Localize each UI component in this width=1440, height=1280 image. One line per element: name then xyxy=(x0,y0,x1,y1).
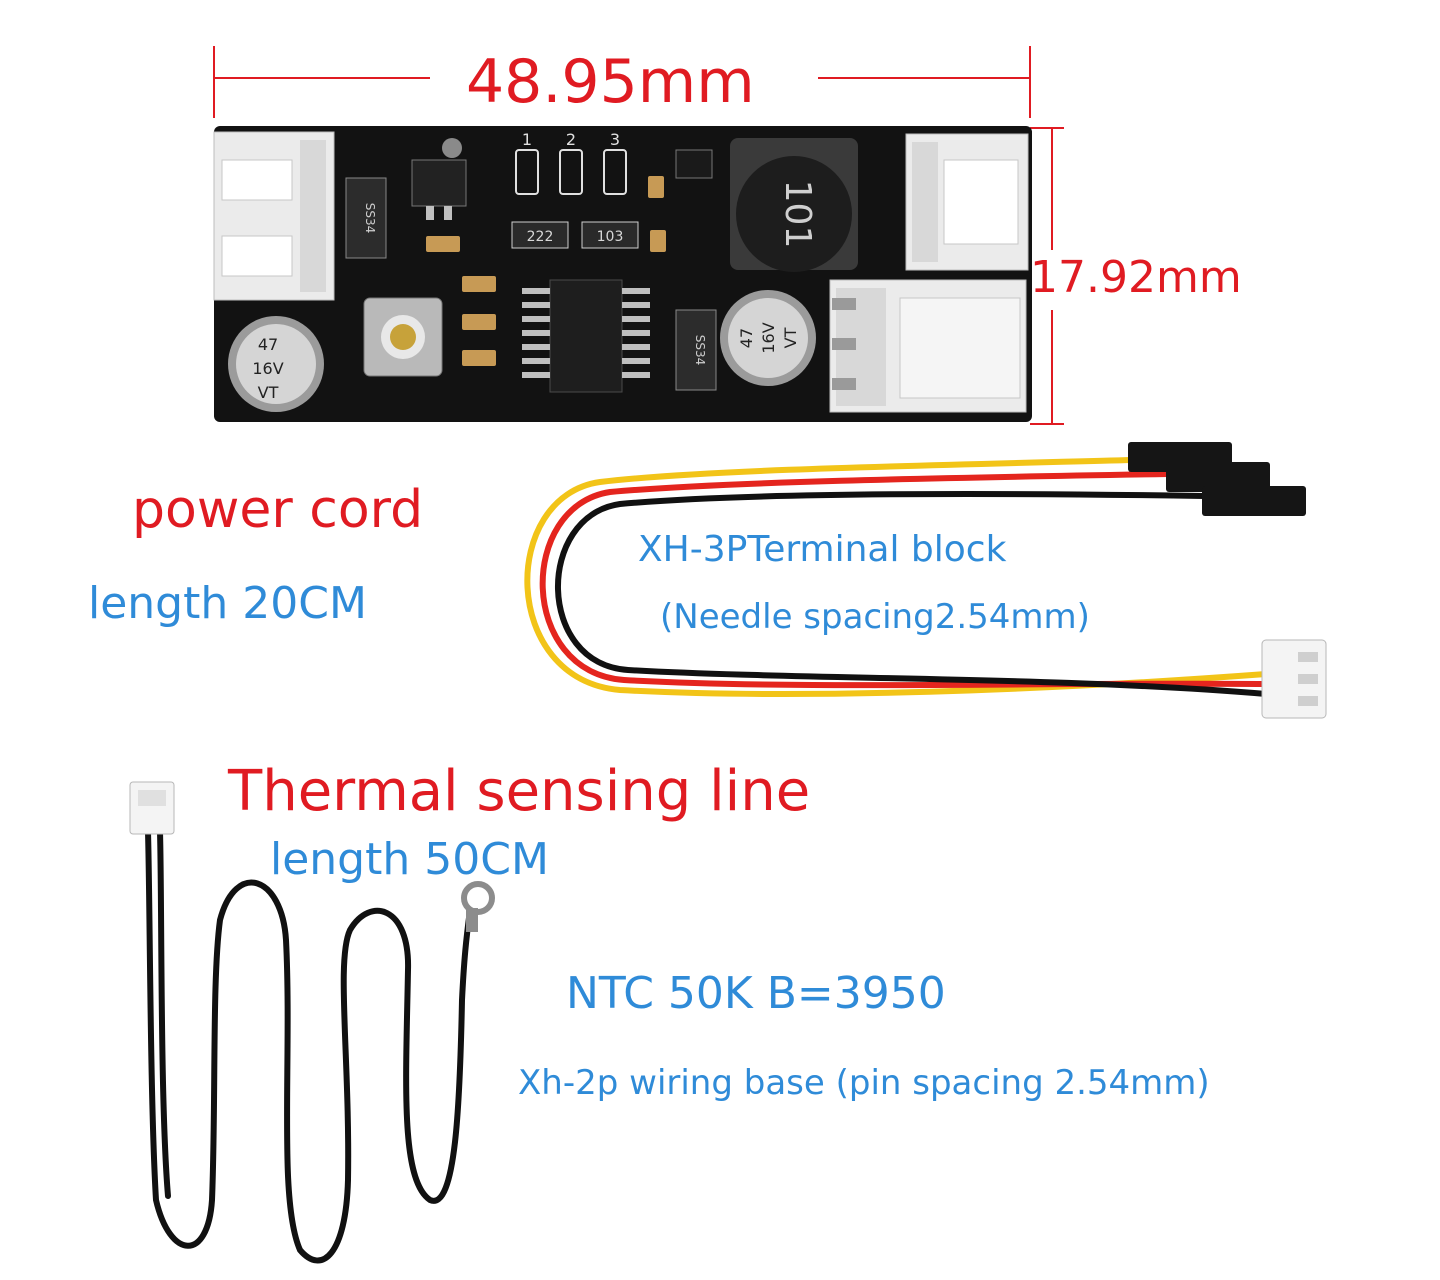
cap-right-value: 47 xyxy=(737,328,756,348)
cap-left-value: 47 xyxy=(258,335,278,354)
thermal-line-title: Thermal sensing line xyxy=(228,759,811,824)
pin-label-1: 1 xyxy=(522,130,532,149)
dupont-connectors xyxy=(1128,442,1306,516)
width-dimension-label: 48.95mm xyxy=(466,47,755,117)
wiring-base-label: Xh-2p wiring base (pin spacing 2.54mm) xyxy=(518,1063,1210,1103)
diode-code-left: SS34 xyxy=(363,203,377,234)
power-cord-title: power cord xyxy=(132,480,424,540)
inductor-code: 101 xyxy=(777,180,818,249)
power-cord-cable xyxy=(524,457,1269,698)
ntc-spec-label: NTC 50K B=3950 xyxy=(566,968,946,1019)
diode-code-right: SS34 xyxy=(693,335,707,366)
cap-right-series: VT xyxy=(781,327,800,348)
xh-3p-connector xyxy=(1261,639,1327,719)
needle-spacing-label: (Needle spacing2.54mm) xyxy=(660,597,1090,637)
thermal-sensor-wire xyxy=(145,829,473,1264)
terminal-block-label: XH-3PTerminal block xyxy=(638,529,1007,570)
cap-left-voltage: 16V xyxy=(252,359,283,378)
power-cord-length: length 20CM xyxy=(88,578,367,629)
cap-left-series: VT xyxy=(258,383,279,402)
dimension-lines xyxy=(213,46,1064,425)
pcb-board: 101 1 2 3 222 103 SS34 SS3 xyxy=(213,126,1032,422)
pin-label-3: 3 xyxy=(610,130,620,149)
resistor-code-222: 222 xyxy=(527,229,554,245)
cap-right-voltage: 16V xyxy=(759,322,778,353)
thermal-line-length: length 50CM xyxy=(270,834,549,885)
ring-terminal xyxy=(461,881,495,932)
height-dimension-label: 17.92mm xyxy=(1030,252,1242,303)
pin-label-2: 2 xyxy=(566,130,576,149)
xh-2p-connector xyxy=(129,781,175,835)
resistor-code-103: 103 xyxy=(597,229,624,245)
